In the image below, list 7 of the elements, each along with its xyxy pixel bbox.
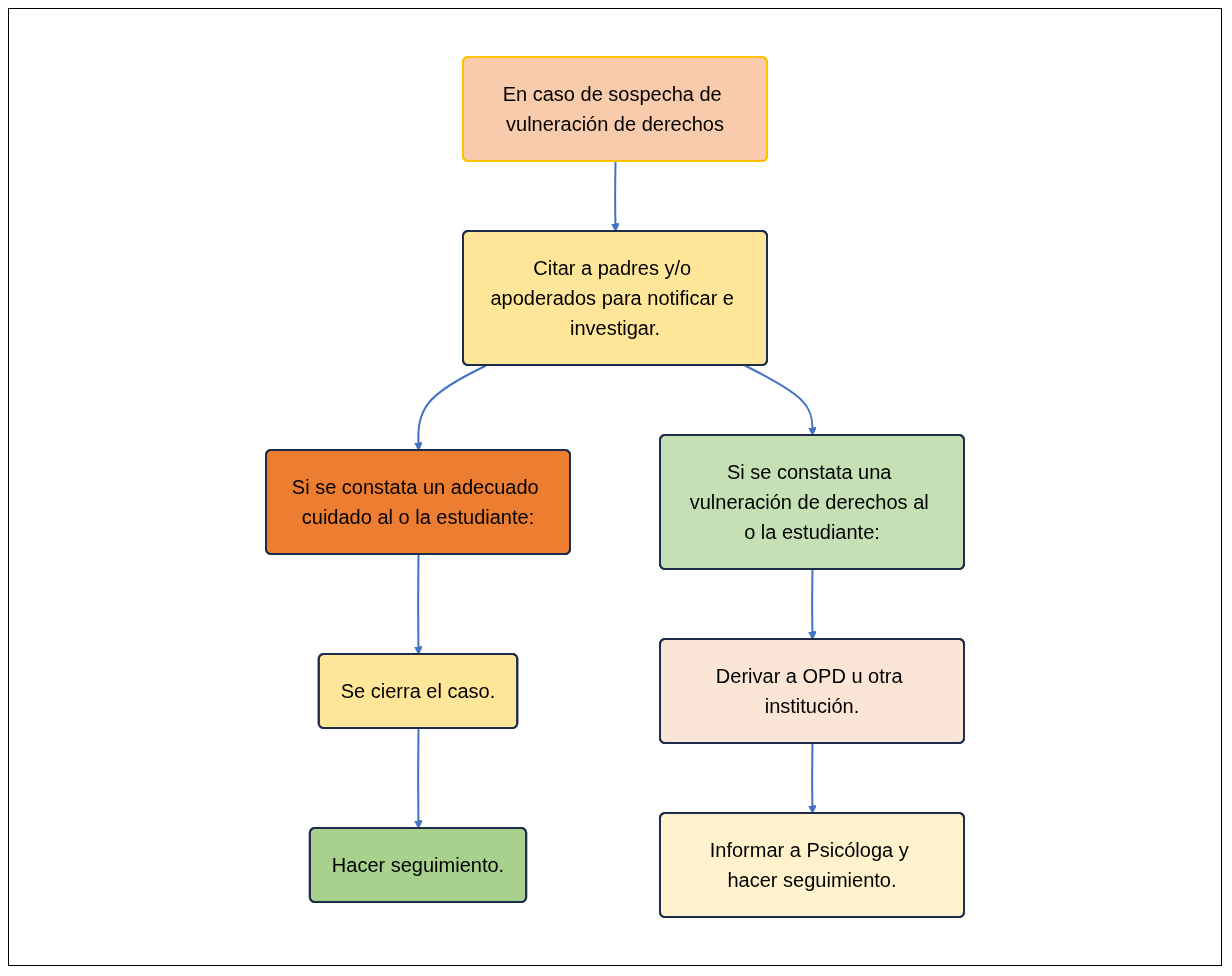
arrow bbox=[808, 742, 817, 814]
arrow bbox=[414, 364, 488, 451]
arrow bbox=[808, 568, 817, 640]
arrow bbox=[611, 160, 620, 232]
arrow bbox=[743, 364, 817, 436]
arrow bbox=[414, 553, 423, 655]
arrow bbox=[414, 727, 423, 829]
